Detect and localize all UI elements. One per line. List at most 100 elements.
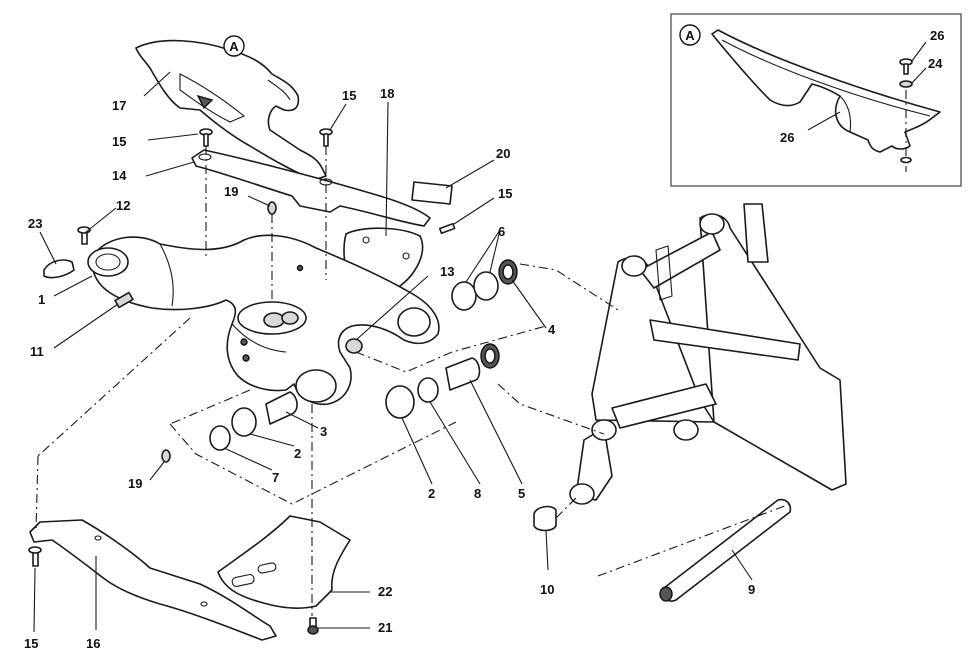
callout-12: 12 [116,198,130,213]
callout-5: 5 [518,486,525,501]
leader-15d [33,567,36,633]
inset-frame [670,13,962,187]
callout-7: 7 [272,470,279,485]
frame-plate-detail [655,245,673,301]
pivot-shaft-thread-end [659,586,673,602]
axis-mid [355,325,547,373]
swingarm-contour-1 [231,323,287,353]
bracket-slot-2 [257,562,277,574]
chain-slider-clip [43,259,75,279]
callout-16: 16 [86,636,100,651]
inset-detail-a: A 25 24 26 [670,13,962,187]
seal-ring-4-inner [484,348,496,364]
callout-2-right: 2 [428,486,435,501]
leader-23 [39,231,57,265]
frame-mount-mid [673,419,699,441]
axis-right [497,383,605,435]
callout-15-right: 15 [498,186,512,201]
swingarm [87,234,440,406]
bracket-slot-1 [231,573,255,587]
callout-15-top: 15 [342,88,356,103]
chain-guard-window [179,73,246,123]
frame [569,203,847,505]
callout-13: 13 [440,264,454,279]
frame-middle-cross [649,319,801,361]
inset-reference-circle [679,24,701,46]
frame-mount-top-right [699,213,725,235]
callout-10: 10 [540,582,554,597]
callout-8: 8 [474,486,481,501]
axis-shaft [597,503,791,577]
leader-15a [147,133,199,141]
callout-26-inset-guard: 26 [780,130,794,145]
frame-bracket [743,203,769,263]
decal-label [411,181,453,205]
swingarm-clamp-bore [87,247,129,277]
leader-4 [511,279,547,329]
callout-22: 22 [378,584,392,599]
lower-shield [29,519,277,641]
callout-21: 21 [378,620,392,635]
spacer-5 [445,357,481,391]
guard-bracket-body [191,149,431,227]
bearing-group-left [161,201,298,463]
leader-18 [385,101,389,237]
leader-11 [53,303,119,349]
guard-bracket-hole-left [198,153,212,161]
frame-upper-cross [639,231,721,289]
axis-lower-group [169,421,457,505]
callout-17: 17 [112,98,126,113]
bearing-8 [417,377,439,403]
leader-19a [247,195,271,207]
leader-20 [445,159,495,189]
swingarm-pivot-eye [397,307,431,337]
reference-mark: A [229,39,239,54]
bearing-2-right [385,385,415,419]
screw-19-lower [161,449,171,463]
swingarm-rivet-3 [296,264,304,272]
bearing-6a [451,281,477,311]
callout-15-bottom: 15 [24,636,38,651]
frame-mount-top-left [621,255,647,277]
callout-14: 14 [112,168,127,183]
leader-12 [85,207,117,233]
leader-1 [53,275,93,297]
bearing-7 [209,425,231,451]
axis-lower-left [169,389,251,425]
inset-washer [899,80,913,88]
callout-26-extra: 26 [930,28,944,43]
cover-plate-hole-2 [402,252,410,260]
callout-24: 24 [928,56,943,71]
cover-plate-hole-1 [362,236,370,244]
callout-23: 23 [28,216,42,231]
pivot-shaft [662,498,792,602]
swingarm-contour-2 [159,243,174,307]
leader-13 [355,275,429,341]
leader-26a [807,111,841,131]
leader-7 [223,447,273,471]
inset-reference-mark: A [685,28,695,43]
callout-19-lower: 19 [128,476,142,491]
bush-10 [533,505,557,532]
callout-1: 1 [38,292,45,307]
swingarm-lower-eye [295,369,337,403]
callout-15-left: 15 [112,134,126,149]
screw-15-c [438,222,456,235]
leader-14 [145,161,195,177]
callout-11: 11 [30,344,44,359]
leader-9 [731,549,753,581]
chain-guard-edge [267,79,291,101]
leader-19b [149,461,165,481]
mounting-bracket [217,515,351,609]
swingarm-hub-inner-2 [281,311,299,325]
swingarm-clamp-bore-inner [95,253,121,271]
assembly-lines [35,146,791,616]
screw-15-a-shank [203,133,209,147]
guard-bracket [191,149,431,227]
leader-17 [143,71,171,97]
swingarm-bush-13 [345,338,363,354]
inset-screw-shank [903,63,909,75]
bearing-2-left [231,407,257,437]
swingarm-rivet-2 [242,354,250,362]
